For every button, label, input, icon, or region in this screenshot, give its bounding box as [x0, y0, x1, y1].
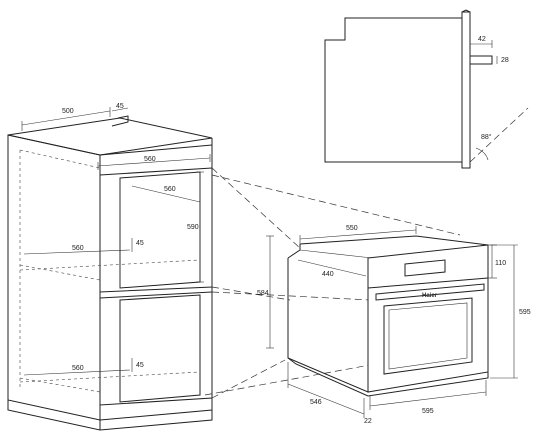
dim-detail-door-angle: 88° [481, 133, 492, 141]
cabinet-front-top [99, 144, 213, 156]
dim-cab-inner-width-top: 560 [144, 156, 156, 163]
dim-detail-handle-depth: 42 [478, 36, 486, 43]
cabinet-shelf [99, 291, 213, 299]
dim-cab-lower-width: 560 [72, 365, 84, 372]
oven-body-side [287, 258, 369, 393]
oven-control-panel [367, 277, 489, 289]
dim-oven-depth-top: 550 [346, 225, 358, 232]
projection-lines [204, 167, 461, 399]
oven-brand-label: Haier [422, 293, 438, 299]
dim-oven-door-thickness: 22 [364, 418, 372, 425]
detail-handle [470, 55, 493, 65]
dim-oven-side-depth: 440 [322, 271, 334, 278]
detail-door-swing [469, 107, 529, 163]
dim-oven-front-width: 595 [422, 408, 434, 415]
dim-cab-shelf-offset: 45 [136, 240, 144, 247]
dim-oven-bottom-depth: 546 [310, 399, 322, 406]
cabinet-front-edge [99, 138, 213, 421]
dim-oven-total-height: 595 [519, 309, 531, 316]
dim-oven-height-body: 584 [257, 290, 269, 297]
dim-oven-panel-height: 110 [495, 260, 506, 267]
dim-cab-shelf-width: 560 [72, 245, 84, 252]
oven-door-window [383, 297, 473, 375]
dim-cab-top-depth: 500 [62, 108, 74, 115]
detail-body-profile [324, 17, 463, 163]
cabinet-top [7, 117, 213, 156]
detail-side-view: 42 28 88° [324, 9, 529, 169]
oven-handle [375, 283, 485, 301]
dim-cab-upper-height: 590 [187, 224, 199, 231]
dim-cab-lower-offset: 45 [136, 362, 144, 369]
lower-opening-inner [119, 294, 201, 403]
dim-cab-top-offset: 45 [116, 103, 124, 110]
dim-cab-inner-depth-upper: 560 [164, 186, 176, 193]
oven-display [404, 259, 446, 277]
oven-front [367, 244, 489, 393]
detail-front-panel [461, 11, 471, 169]
dim-detail-handle-height: 28 [501, 57, 509, 64]
oven-drawing: Haier 550 440 584 110 595 546 [257, 225, 531, 425]
upper-opening-outer [99, 168, 213, 293]
cabinet-drawing: 500 45 560 560 590 560 45 560 45 [7, 103, 213, 431]
